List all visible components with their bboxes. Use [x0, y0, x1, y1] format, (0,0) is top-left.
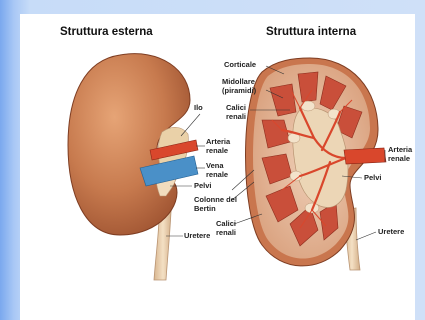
- label-external-arteria-renale: Arteria renale: [206, 138, 230, 155]
- label-calici-renali-top: Calici renali: [226, 104, 246, 121]
- external-kidney: [68, 54, 198, 280]
- label-internal-uretere: Uretere: [378, 228, 404, 237]
- label-internal-arteria-renale: Arteria renale: [388, 146, 412, 163]
- label-corticale: Corticale: [224, 61, 256, 70]
- label-external-uretere: Uretere: [184, 232, 210, 241]
- internal-kidney: [246, 58, 387, 270]
- label-internal-pelvi: Pelvi: [364, 174, 382, 183]
- label-colonne-del-bertin: Colonne del Bertin: [194, 196, 237, 213]
- internal-renal-artery: [344, 148, 386, 164]
- label-calici-renali-bottom: Calici renali: [216, 220, 236, 237]
- label-external-pelvi: Pelvi: [194, 182, 212, 191]
- label-ilo: Ilo: [194, 104, 203, 113]
- internal-structure-title: Struttura interna: [266, 26, 356, 38]
- label-vena-renale: Vena renale: [206, 162, 228, 179]
- label-midollare: Midollare (piramidi): [222, 78, 256, 95]
- external-structure-title: Struttura esterna: [60, 26, 153, 38]
